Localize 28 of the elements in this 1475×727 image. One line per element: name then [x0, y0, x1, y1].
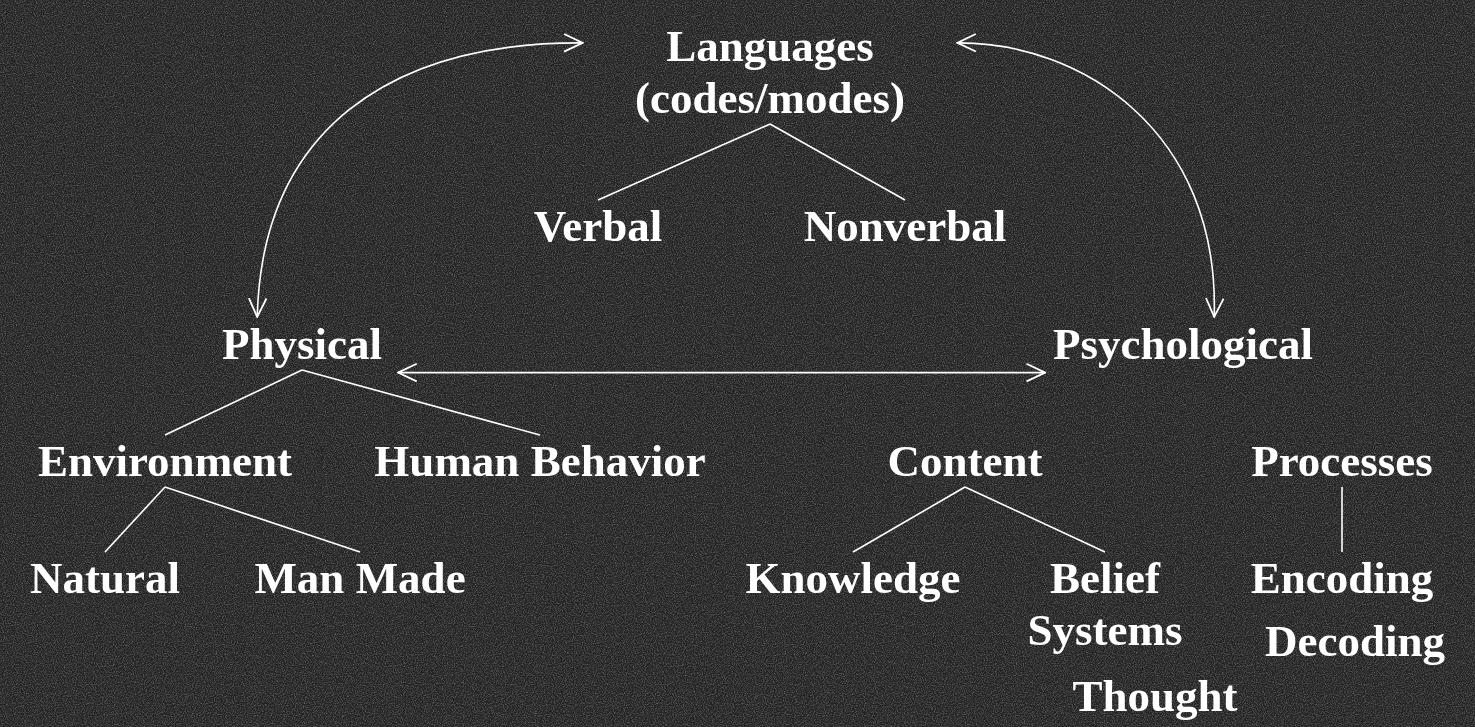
node-label: Processes: [1251, 435, 1433, 487]
connector-line: [301, 369, 541, 436]
connector-line: [852, 486, 966, 553]
arrow: [956, 34, 1224, 318]
node-label: Verbal: [533, 200, 663, 252]
connector-line: [769, 123, 906, 201]
node-label: Encoding: [1250, 552, 1434, 604]
node-label: Environment: [37, 435, 293, 487]
node-label: Content: [887, 435, 1043, 487]
sub-label: Decoding: [1265, 615, 1445, 667]
arrow: [397, 362, 1047, 383]
node-label: Physical: [222, 318, 382, 370]
connector-line: [597, 123, 771, 201]
connector-line: [964, 486, 1106, 553]
node-label: Human Behavior: [374, 435, 706, 487]
node-label: Man Made: [254, 552, 466, 604]
connector-line: [164, 486, 361, 553]
connector-line: [1341, 486, 1343, 553]
node-label: Nonverbal: [803, 200, 1007, 252]
node-label: Knowledge: [745, 552, 961, 604]
connector-line: [164, 369, 303, 436]
connector-line: [104, 486, 166, 553]
arrow: [249, 33, 584, 318]
node-label: Belief Systems: [1000, 552, 1210, 656]
node-label: Languages (codes/modes): [590, 20, 950, 124]
node-label: Natural: [30, 552, 180, 604]
node-label: Psychological: [1053, 318, 1313, 370]
sub-label: Thought: [1072, 670, 1238, 722]
